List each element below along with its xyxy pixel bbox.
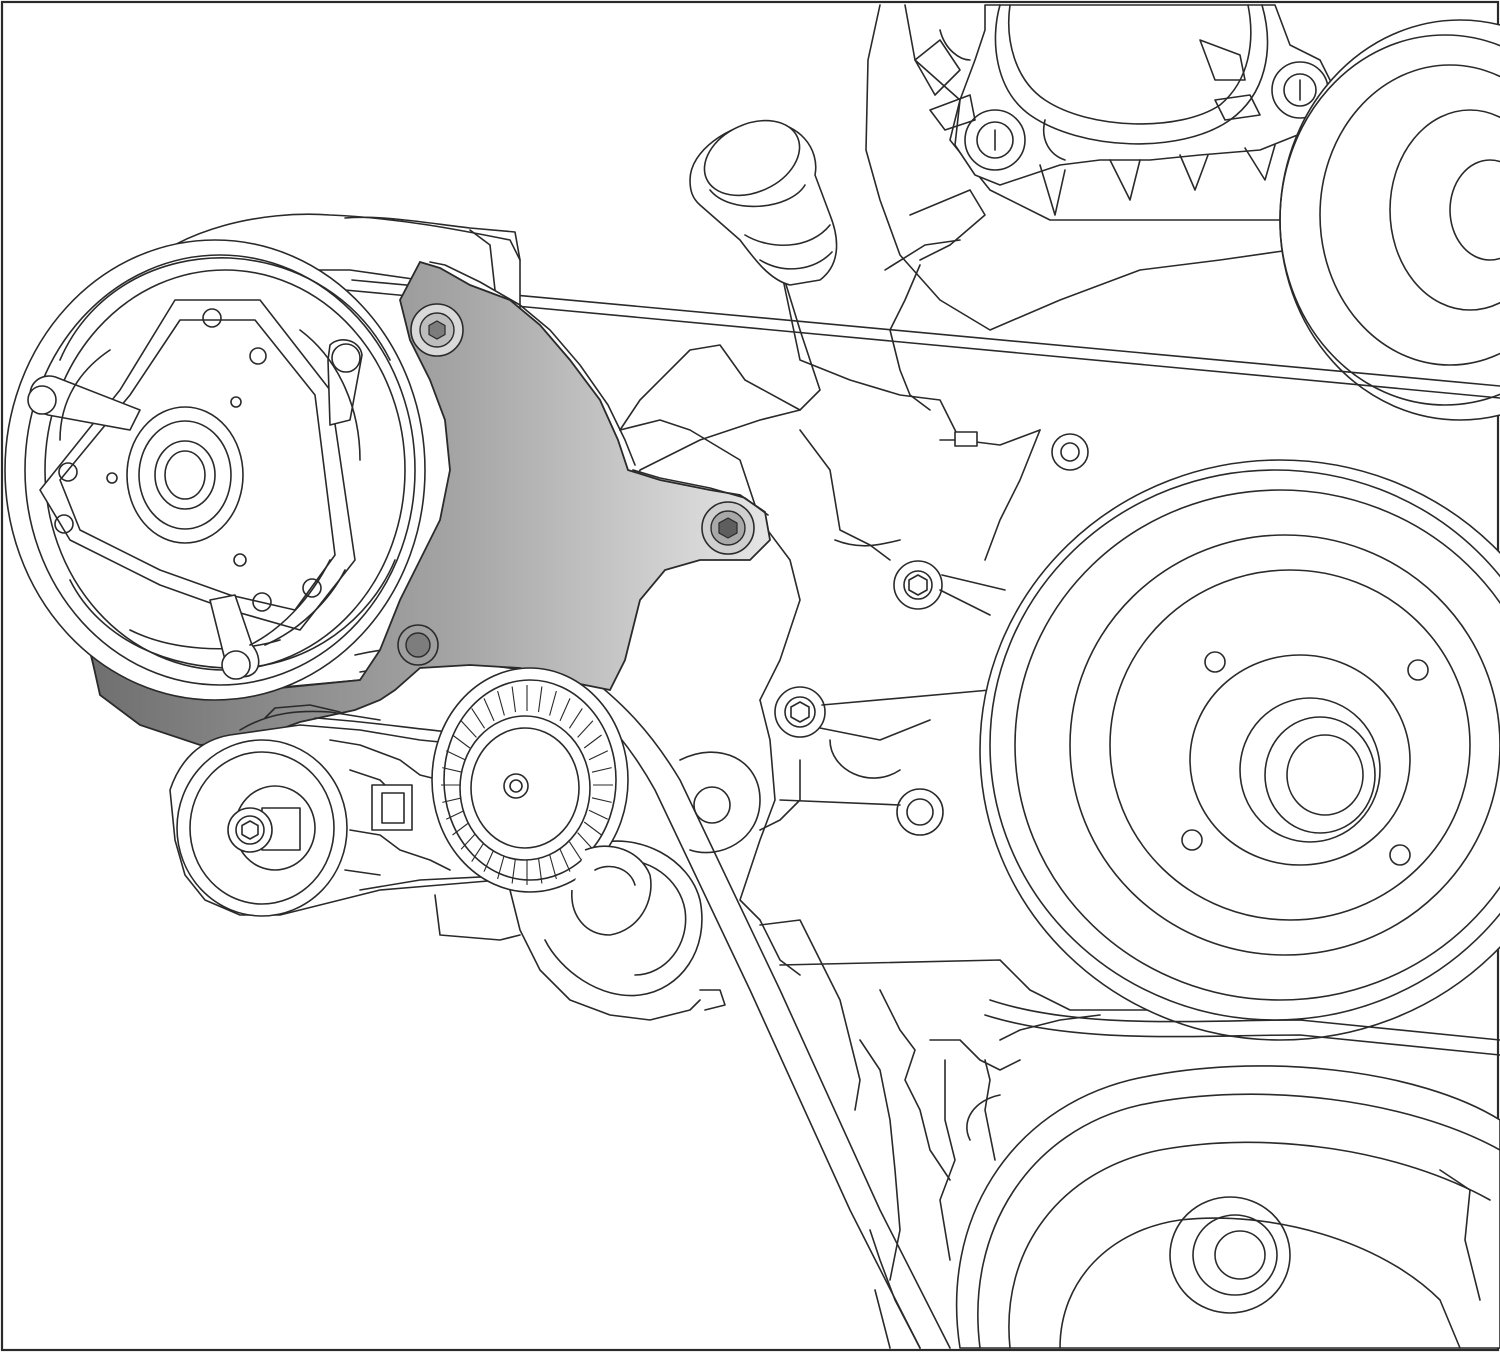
idler-rib: [559, 698, 571, 722]
idler-rib: [452, 821, 471, 836]
cover-bolt-2: [774, 686, 826, 738]
idler-rib: [537, 686, 543, 713]
cover-bolt-3: [896, 788, 944, 836]
crankshaft-damper-pulley: [979, 459, 1500, 1041]
bottom-right-pulley: [955, 1014, 1500, 1349]
cover-bolt-1: [893, 560, 943, 610]
idler-rib: [471, 841, 486, 862]
idler-rib: [442, 797, 463, 803]
idler-rib: [497, 854, 505, 880]
idler-rib: [588, 750, 609, 761]
idler-rib: [452, 734, 471, 749]
idler-rib: [559, 848, 571, 872]
idler-rib: [549, 690, 557, 716]
bracket-bolt-top: [410, 303, 464, 357]
water-pump-flange: [884, 4, 1336, 271]
idler-rib: [588, 809, 609, 820]
top-right-pulley: [1279, 19, 1500, 421]
idler-rib: [583, 821, 602, 836]
bracket-bolt-right: [701, 501, 755, 555]
idler-rib: [511, 857, 517, 884]
idler-rib: [591, 767, 612, 773]
idler-rib: [568, 708, 583, 729]
idler-rib: [445, 809, 466, 820]
ac-compressor-clutch-pulley: [4, 239, 426, 701]
idler-rib: [568, 841, 583, 862]
thermostat-housing: [689, 119, 838, 286]
idler-rib: [591, 797, 612, 803]
idler-rib: [471, 708, 486, 729]
cover-bolt-4: [1051, 433, 1089, 471]
idler-rib: [460, 832, 477, 850]
bracket-bolt-bottom: [397, 624, 439, 666]
engine-block: [434, 4, 1291, 1349]
idler-rib: [577, 832, 594, 850]
idler-rib: [577, 720, 594, 738]
lower-fitting: [571, 845, 652, 936]
idler-rib: [583, 734, 602, 749]
idler-rib: [445, 750, 466, 761]
idler-rib: [460, 720, 477, 738]
idler-rib: [537, 857, 543, 884]
idler-rib: [497, 690, 505, 716]
idler-rib: [549, 854, 557, 880]
idler-rib: [483, 698, 495, 722]
idler-pulley-ribs: [441, 685, 613, 885]
compressor-mounting-bracket: [88, 260, 771, 746]
idler-pulley: [431, 667, 629, 893]
idler-rib: [483, 848, 495, 872]
idler-rib: [442, 767, 463, 773]
idler-rib: [511, 686, 517, 713]
